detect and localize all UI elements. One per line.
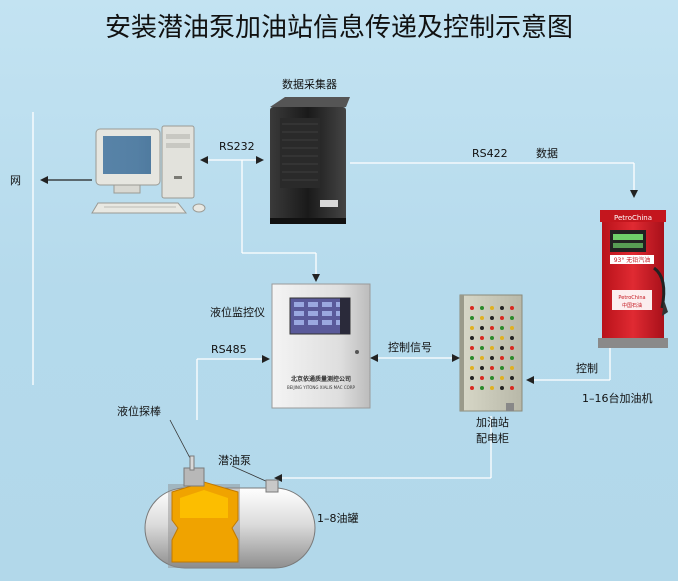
cabinet-indicator-light <box>510 366 514 370</box>
label-level-probe: 液位探棒 <box>117 404 161 418</box>
cabinet-indicator-light <box>510 306 514 310</box>
cabinet-indicator-light <box>500 356 504 360</box>
pump-lower-cn-text: 中国石油 <box>622 302 642 309</box>
label-tanks: 1–8油罐 <box>317 511 359 525</box>
cabinet-indicator-light <box>500 386 504 390</box>
label-submersible-pump: 潜油泵 <box>218 453 251 467</box>
cabinet-indicator-light <box>480 336 484 340</box>
cabinet-indicator-light <box>480 366 484 370</box>
cabinet-indicator-light <box>490 326 494 330</box>
monitor-company-en-text: BEIJING YITONG XIALIS MAC CORP <box>287 385 356 390</box>
page-title: 安装潜油泵加油站信息传递及控制示意图 <box>105 13 573 43</box>
label-level-monitor: 液位监控仪 <box>210 305 265 319</box>
label-cabinet-line2: 配电柜 <box>476 432 509 445</box>
cabinet-indicator-light <box>470 386 474 390</box>
cabinet-indicator-light <box>480 316 484 320</box>
label-network: 网 <box>10 174 21 187</box>
monitor-company-text: 北京依通质量测控公司 <box>291 375 351 383</box>
cabinet-indicator-light <box>510 326 514 330</box>
cabinet-indicator-light <box>510 356 514 360</box>
cabinet-indicator-light <box>490 336 494 340</box>
pump-leader <box>231 465 269 483</box>
label-rs485: RS485 <box>211 343 247 356</box>
cabinet-indicator-light <box>510 376 514 380</box>
cabinet-indicator-light <box>490 316 494 320</box>
label-control: 控制 <box>576 361 598 375</box>
cabinet-indicator-light <box>470 326 474 330</box>
cabinet-indicator-light <box>470 346 474 350</box>
cabinet-indicator-light <box>510 386 514 390</box>
cabinet-indicator-light <box>490 376 494 380</box>
cabinet-indicator-light <box>490 346 494 350</box>
label-data: 数据 <box>536 146 558 160</box>
cabinet-indicator-light <box>470 356 474 360</box>
cabinet-indicator-light <box>490 386 494 390</box>
cabinet-indicator-light <box>480 386 484 390</box>
cabinet-indicator-light <box>500 376 504 380</box>
probe-leader <box>169 419 191 459</box>
cabinet-indicator-light <box>470 366 474 370</box>
tank-illustration <box>144 455 316 569</box>
cabinet-illustration <box>459 294 523 412</box>
label-rs422: RS422 <box>472 147 508 160</box>
cabinet-indicator-light <box>480 306 484 310</box>
label-dispensers: 1–16台加油机 <box>582 391 653 405</box>
cabinet-indicator-light <box>500 326 504 330</box>
cabinet-indicator-light <box>490 366 494 370</box>
cabinet-indicator-light <box>480 346 484 350</box>
cabinet-indicator-light <box>490 356 494 360</box>
cabinet-indicator-light <box>500 366 504 370</box>
cabinet-indicator-light <box>470 376 474 380</box>
level-monitor-illustration: 北京依通质量测控公司 BEIJING YITONG XIALIS MAC COR… <box>271 283 371 409</box>
cabinet-indicator-light <box>470 306 474 310</box>
pump-brand-lower-text: PetroChina <box>618 295 645 301</box>
pump-brand-text: PetroChina <box>614 214 652 222</box>
label-rs232: RS232 <box>219 140 255 153</box>
cabinet-indicator-light <box>490 306 494 310</box>
cabinet-indicator-light <box>500 306 504 310</box>
cabinet-indicator-light <box>500 346 504 350</box>
cabinet-indicator-light <box>480 376 484 380</box>
cabinet-indicator-light <box>480 326 484 330</box>
cabinet-indicator-light <box>510 316 514 320</box>
cabinet-indicator-light <box>500 316 504 320</box>
cabinet-indicator-light <box>470 336 474 340</box>
label-data-collector: 数据采集器 <box>282 77 337 91</box>
label-control-signal: 控制信号 <box>388 340 432 354</box>
fuel-dispenser-illustration: PetroChina 93° 无铅汽油 PetroChina 中国石油 <box>598 210 668 348</box>
cabinet-indicator-light <box>470 316 474 320</box>
cabinet-indicator-light <box>500 336 504 340</box>
cabinet-indicator-light <box>510 336 514 340</box>
cabinet-indicator-light <box>480 356 484 360</box>
label-cabinet-line1: 加油站 <box>476 415 509 429</box>
data-collector-illustration <box>270 97 350 224</box>
computer-illustration <box>91 125 206 214</box>
connection-lines <box>32 112 638 482</box>
cabinet-indicator-light <box>510 346 514 350</box>
pump-grade-text: 93° 无铅汽油 <box>614 256 651 264</box>
